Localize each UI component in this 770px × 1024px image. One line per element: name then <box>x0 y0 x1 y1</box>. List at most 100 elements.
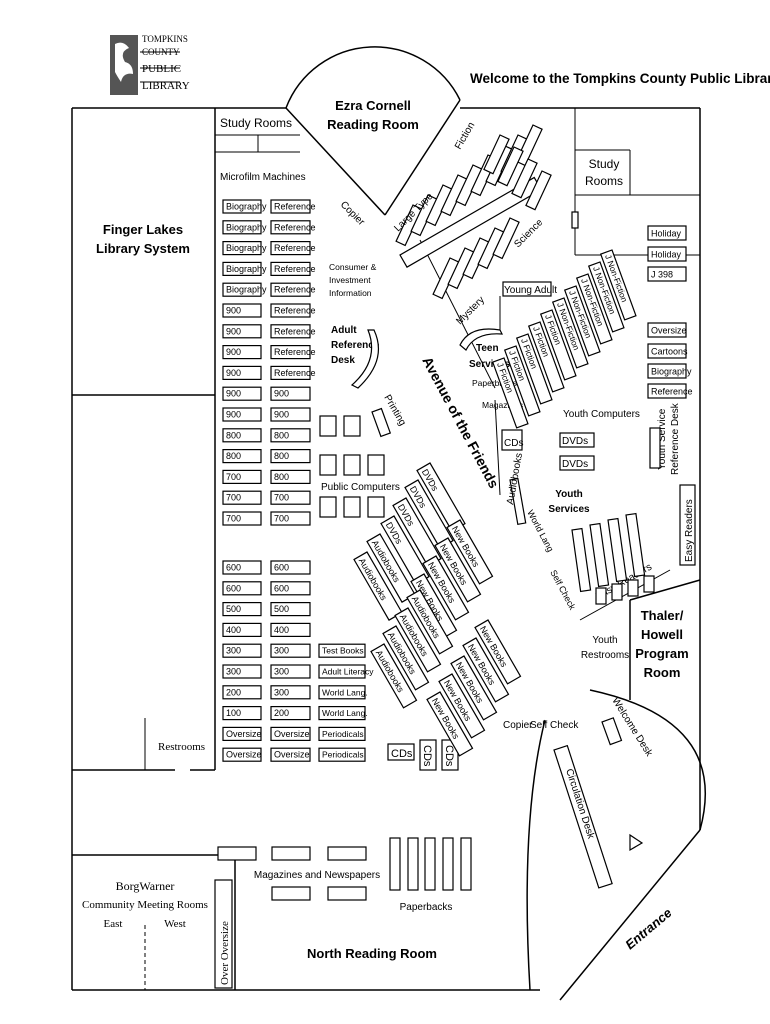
shelf-mid-8: Reference <box>270 365 316 380</box>
shelf-left-7: 900 <box>222 345 262 360</box>
shelf-left-15-box <box>222 511 262 526</box>
shelf-right-2-box <box>318 685 366 700</box>
logo-line-2: COUNTY <box>142 47 180 57</box>
shelf-left-21: 300 <box>222 664 262 679</box>
shelf-left-10-label: 900 <box>226 410 241 420</box>
shelf-left-21-box <box>222 664 262 679</box>
reading-room-title: Reading Room <box>327 117 419 132</box>
cds-bottom-label: CDs <box>391 748 413 760</box>
youth-right-5: Biography <box>647 363 692 379</box>
shelf-mid-24: Oversize <box>270 726 311 742</box>
shelf-left-10-box <box>222 407 262 422</box>
shelf-mid-14-label: 700 <box>274 493 289 503</box>
shelf-left-21-label: 300 <box>226 667 241 677</box>
youth-right-6-box <box>647 383 687 399</box>
shelf-mid-8-label: Reference <box>274 368 316 378</box>
youth-right-6: Reference <box>647 383 693 399</box>
shelf-right-2: World Lang. <box>318 685 368 700</box>
shelf-mid-5-box <box>270 303 311 318</box>
shelf-left-7-label: 900 <box>226 347 241 357</box>
shelf-left-22: 200 <box>222 685 262 700</box>
shelf-left-14-box <box>222 490 262 505</box>
teen-services-2: Services <box>469 359 511 370</box>
shelf-mid-16: 600 <box>270 560 311 575</box>
shelf-mid-1: Reference <box>270 220 316 235</box>
shelf-right-1: Adult Literacy <box>318 664 374 679</box>
shelf-mid-21-box <box>270 664 311 679</box>
shelf-mid-24-label: Oversize <box>274 729 310 739</box>
shelf-mid-11: 800 <box>270 428 311 443</box>
shelf-mid-16-box <box>270 560 311 575</box>
finger-lakes-title-2: Library System <box>96 241 190 256</box>
youth-j-9-box <box>491 357 529 429</box>
shelf-mid-3-label: Reference <box>274 264 316 274</box>
shelf-left-13-label: 700 <box>226 472 241 482</box>
shelf-left-5-box <box>222 303 262 318</box>
thaler-title-1: Thaler/ <box>641 608 684 623</box>
shelf-mid-0-label: Reference <box>274 202 316 212</box>
public-computers <box>319 415 385 518</box>
shelf-right-3-label: World Lang. <box>322 708 368 718</box>
ezra-cornell-title: Ezra Cornell <box>335 98 411 113</box>
shelf-left-2-label: Biography <box>226 243 267 253</box>
diag-mid-7-box <box>370 643 418 709</box>
shelf-left-18: 500 <box>222 601 262 617</box>
shelf-left-13: 700 <box>222 469 262 484</box>
shelf-left-14-label: 700 <box>226 493 241 503</box>
fiction-shelf-8 <box>515 124 543 167</box>
shelf-mid-19: 400 <box>270 622 311 638</box>
diag-mid-5-box <box>394 607 442 673</box>
shelf-left-17: 600 <box>222 581 262 596</box>
world-lang-angled: World Lang <box>525 508 555 553</box>
shelf-mid-4: Reference <box>270 282 316 297</box>
shelf-right-3: World Lang. <box>318 705 368 721</box>
shelf-left-25: Oversize <box>222 747 262 762</box>
magazines-newspapers-label: Magazines and Newspapers <box>254 870 380 881</box>
youth-right-5-label: Biography <box>651 367 692 377</box>
shelf-mid-10-box <box>270 407 311 422</box>
entrance-label: Entrance <box>622 905 674 952</box>
shelf-mid-11-box <box>270 428 311 443</box>
youth-right-2: J 398 <box>647 266 687 282</box>
adult-ref-desk-shape <box>350 329 380 389</box>
community-rooms-title: Community Meeting Rooms <box>82 899 208 911</box>
shelf-mid-18: 500 <box>270 601 311 617</box>
youth-j-3-box <box>563 285 601 357</box>
study-rooms-right-2: Rooms <box>585 174 623 188</box>
shelf-left-6-label: 900 <box>226 326 241 336</box>
dvds-youth-1: DVDs <box>562 436 588 447</box>
shelf-mid-4-label: Reference <box>274 285 316 295</box>
thaler-title-2: Howell <box>641 627 683 642</box>
diag-mid-6-box <box>382 625 430 691</box>
shelf-mid-1-label: Reference <box>274 222 316 232</box>
logo-line-4: LIBRARY <box>142 80 190 92</box>
fiction2-shelf-1 <box>497 146 524 187</box>
shelf-mid-9: 900 <box>270 386 311 401</box>
shelf-left-1-label: Biography <box>226 222 267 232</box>
shelf-right-0-label: Test Books <box>322 646 364 656</box>
youth-right-4-label: Cartoons <box>651 347 688 357</box>
youth-right-5-box <box>647 363 687 379</box>
shelf-mid-1-box <box>270 220 311 235</box>
shelf-mid-2-label: Reference <box>274 243 316 253</box>
shelf-mid-14-box <box>270 490 311 505</box>
shelf-mid-13: 800 <box>270 469 311 484</box>
shelf-left-8-box <box>222 365 262 380</box>
shelf-mid-4-box <box>270 282 311 297</box>
shelf-mid-6-label: Reference <box>274 326 316 336</box>
shelf-right-2-label: World Lang. <box>322 687 368 697</box>
shelf-left-9: 900 <box>222 386 262 401</box>
shelf-left-8-label: 900 <box>226 368 241 378</box>
shelf-left-11: 800 <box>222 428 262 443</box>
youth-j-5-box <box>539 309 577 381</box>
welcome-title: Welcome to the Tompkins County Public Li… <box>470 71 770 86</box>
shelf-left-0-label: Biography <box>226 202 267 212</box>
youth-right-4-box <box>647 343 687 359</box>
shelf-left-24: Oversize <box>222 726 262 742</box>
audiobooks-youth-label: Audiobooks <box>505 452 525 505</box>
shelf-mid-5: Reference <box>270 303 316 318</box>
shelf-mid-21: 300 <box>270 664 311 679</box>
youth-ref-desk-1: Youth Service <box>657 408 668 470</box>
shelf-left-5: 900 <box>222 303 262 318</box>
youth-right-3-label: Oversize <box>651 326 687 336</box>
